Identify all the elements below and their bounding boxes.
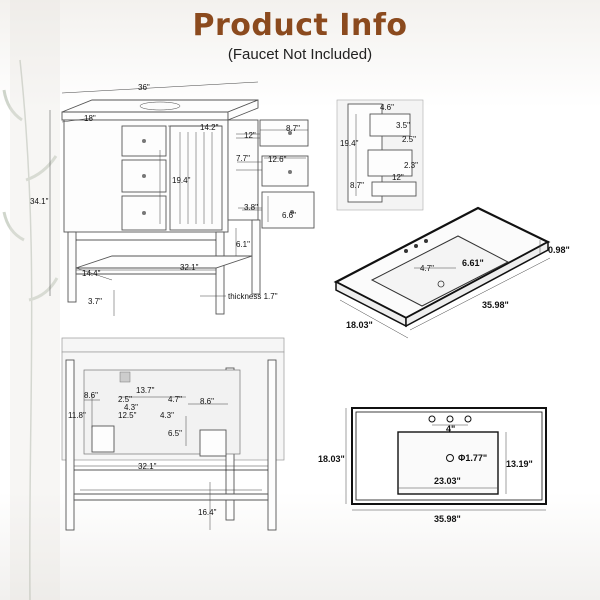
label-drawer-depth-b: 19.4"	[340, 139, 359, 148]
front-view-dimension-lines	[49, 81, 308, 316]
back-view-labels: 13.7" 8.6" 2.5" 4.3" 4.7" 8.6" 12.5" 4.3…	[68, 386, 217, 517]
label-back-gap-b: 4.3"	[124, 403, 138, 412]
label-bowl-length: 6.61"	[462, 258, 484, 268]
plant-decoration-right	[10, 0, 60, 600]
label-drawer-width: 8.7"	[286, 124, 300, 133]
label-sink-top-length: 35.98"	[434, 514, 461, 524]
label-back-shelf-b: 8.6"	[200, 397, 214, 406]
page-title: Product Info	[192, 8, 408, 43]
label-drawer-side-b: 2.3"	[404, 161, 418, 170]
label-shelf-width: 32.1"	[180, 263, 199, 272]
label-depth: 18"	[84, 114, 96, 123]
sink-top-drawing	[351, 407, 547, 505]
label-back-gap-d: 12.5"	[118, 411, 137, 420]
plant-decoration-left	[2, 59, 59, 600]
label-drawer-depth: 12.6"	[268, 155, 287, 164]
label-drawer-mid: 7.7"	[236, 154, 250, 163]
label-back-shelf-width: 32.1"	[138, 462, 157, 471]
label-drawer-gap: 12"	[244, 131, 256, 140]
label-sink-length: 35.98"	[482, 300, 509, 310]
label-width: 36"	[138, 83, 150, 92]
back-view-dimension-lines	[74, 394, 268, 530]
label-door-width: 14.2"	[200, 123, 219, 132]
label-faucet-spread: 4"	[446, 424, 455, 434]
label-leg-span: 14.4"	[82, 269, 101, 278]
front-view-labels: 36" 18" 34.1" 14.2" 8.7" 12" 7.7" 12.6" …	[30, 83, 300, 306]
label-bowl-depth: 4.7"	[420, 264, 434, 273]
label-drawer-top: 4.6"	[380, 103, 394, 112]
label-bowl-width: 23.03"	[434, 476, 461, 486]
label-thickness: thickness 1.7"	[228, 292, 278, 301]
label-drawer-side-a: 2.5"	[402, 135, 416, 144]
back-view-drawing	[61, 337, 285, 531]
label-drawer-side: 6.6"	[282, 211, 296, 220]
sink-iso-labels: 0.98" 4.7" 6.61" 35.98" 18.03"	[346, 245, 570, 330]
sink-iso-drawing	[333, 206, 551, 328]
label-back-gap-e: 4.3"	[160, 411, 174, 420]
label-back-inner-width: 13.7"	[136, 386, 155, 395]
label-door-height: 19.4"	[172, 176, 191, 185]
label-back-leg-height: 16.4"	[198, 508, 217, 517]
page-subtitle: (Faucet Not Included)	[227, 46, 373, 63]
label-leg-height: 3.7"	[88, 297, 102, 306]
label-drawer-low: 3.8"	[244, 203, 258, 212]
label-height: 34.1"	[30, 197, 49, 206]
label-drawer-bottom: 12"	[392, 173, 404, 182]
sink-top-dimension-lines	[345, 408, 546, 511]
label-sink-thickness: 0.98"	[548, 245, 570, 255]
label-back-shelf-a: 8.6"	[84, 391, 98, 400]
label-drawer-lower: 8.7"	[350, 181, 364, 190]
label-sink-top-width: 18.03"	[318, 454, 345, 464]
label-drawer-inner: 3.5"	[396, 121, 410, 130]
drawer-detail-labels: 4.6" 3.5" 2.5" 19.4" 2.3" 8.7" 12"	[340, 103, 418, 190]
label-back-mid-height: 6.5"	[168, 429, 182, 438]
drawer-detail-drawing	[336, 99, 424, 211]
sink-top-labels: 18.03" 4" Φ1.77" 13.19" 23.03" 35.98"	[318, 424, 533, 524]
label-bowl-height: 13.19"	[506, 459, 533, 469]
label-shelf-gap: 6.1"	[236, 240, 250, 249]
sink-iso-dimension-lines	[339, 240, 551, 339]
front-view-drawing	[61, 99, 315, 315]
label-back-side-height: 11.8"	[68, 411, 86, 420]
label-back-gap-c: 4.7"	[168, 395, 182, 404]
label-sink-width: 18.03"	[346, 320, 373, 330]
label-drain: Φ1.77"	[458, 453, 487, 463]
label-back-gap-a: 2.5"	[118, 395, 132, 404]
